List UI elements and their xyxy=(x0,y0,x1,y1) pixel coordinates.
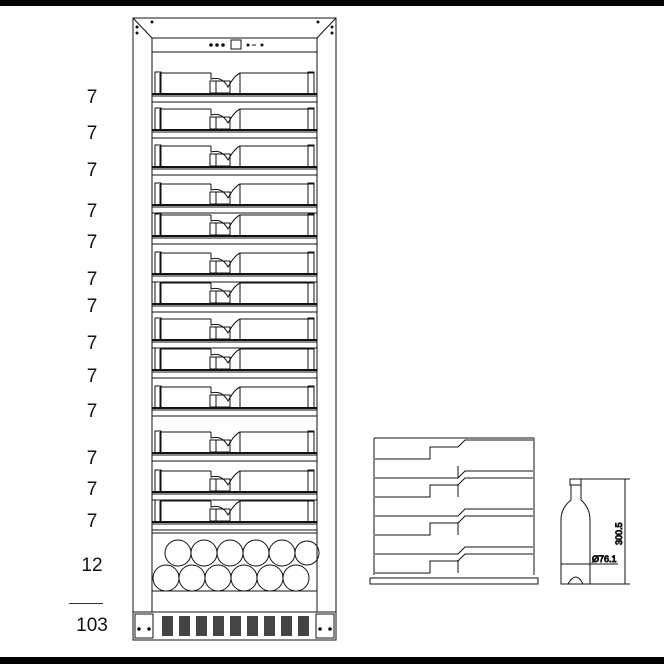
total-capacity-label: 103 xyxy=(76,615,108,636)
shelf-capacity-label-11: 7 xyxy=(86,448,98,469)
bottom-border xyxy=(0,657,664,664)
shelf-capacity-label-9: 7 xyxy=(86,366,98,387)
shelf-11 xyxy=(151,430,318,462)
shelf-8 xyxy=(151,317,318,349)
shelf-7 xyxy=(151,281,318,313)
shelf-12 xyxy=(151,469,318,501)
shelf-capacity-label-8: 7 xyxy=(86,333,98,354)
shelf-capacity-label-3: 7 xyxy=(86,160,98,181)
bottom-bottle-stack xyxy=(152,532,320,592)
shelf-capacity-label-10: 7 xyxy=(86,401,98,422)
shelf-capacity-label-1: 7 xyxy=(86,87,98,108)
bottle-dimension-drawing: 300.5 Ø76.1 xyxy=(560,478,630,585)
shelf-4 xyxy=(151,182,318,214)
display-icon xyxy=(230,39,242,50)
shelf-capacity-label-12: 7 xyxy=(86,479,98,500)
cabinet-frame xyxy=(132,17,337,641)
shelf-2 xyxy=(151,107,318,139)
shelf-9 xyxy=(151,347,318,379)
shelf-13 xyxy=(151,499,318,531)
bottle-height-label: 300.5 xyxy=(614,522,624,545)
shelf-5 xyxy=(151,213,318,245)
bottle-diameter-label: Ø76.1 xyxy=(592,554,617,564)
shelf-3 xyxy=(151,144,318,176)
bottom-section-capacity-label: 12 xyxy=(81,555,103,576)
shelf-capacity-label-4: 7 xyxy=(86,201,98,222)
base-grille xyxy=(132,611,337,641)
top-border xyxy=(0,0,664,6)
shelf-capacity-label-13: 7 xyxy=(86,511,98,532)
shelf-capacity-label-5: 7 xyxy=(86,232,98,253)
shelf-capacity-label-2: 7 xyxy=(86,123,98,144)
bottle-stack-side-view xyxy=(369,437,539,585)
total-divider-line xyxy=(69,603,103,604)
control-panel xyxy=(151,37,318,53)
shelf-capacity-label-6: 7 xyxy=(86,269,98,290)
shelf-capacity-label-7: 7 xyxy=(86,296,98,317)
shelf-10 xyxy=(151,385,318,417)
shelf-6 xyxy=(151,251,318,283)
shelf-1 xyxy=(151,71,318,103)
